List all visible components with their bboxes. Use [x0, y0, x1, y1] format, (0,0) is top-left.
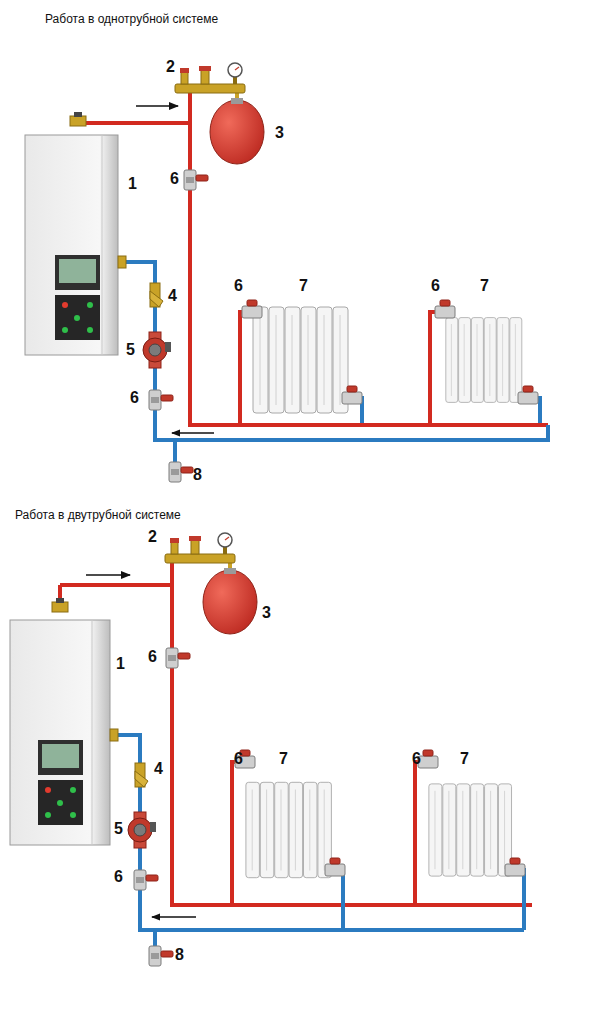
callout-number: 8 — [193, 466, 202, 484]
callout-number: 6 — [130, 389, 139, 407]
callout-number: 5 — [126, 341, 135, 359]
callout-number: 4 — [154, 760, 163, 778]
callout-number: 6 — [412, 750, 421, 768]
callout-number: 2 — [148, 528, 157, 546]
callout-number: 6 — [148, 648, 157, 666]
callout-number: 3 — [275, 124, 284, 142]
callout-number: 7 — [279, 750, 288, 768]
callout-number: 1 — [116, 655, 125, 673]
callout-number: 7 — [299, 277, 308, 295]
callout-number: 5 — [114, 820, 123, 838]
callout-number: 6 — [234, 277, 243, 295]
two-pipe-system — [10, 533, 532, 966]
callout-number: 6 — [170, 170, 179, 188]
callout-number: 6 — [431, 277, 440, 295]
callout-number: 3 — [262, 604, 271, 622]
callout-number: 6 — [114, 868, 123, 886]
callout-number: 7 — [480, 277, 489, 295]
one-pipe-system — [25, 63, 548, 482]
callout-number: 7 — [460, 750, 469, 768]
section-title: Работа в однотрубной системе — [45, 13, 218, 26]
callout-number: 4 — [168, 287, 177, 305]
section-title: Работа в двутрубной системе — [15, 509, 181, 522]
callout-number: 6 — [234, 750, 243, 768]
callout-number: 8 — [175, 946, 184, 964]
callout-number: 2 — [166, 58, 175, 76]
callout-number: 1 — [128, 175, 137, 193]
